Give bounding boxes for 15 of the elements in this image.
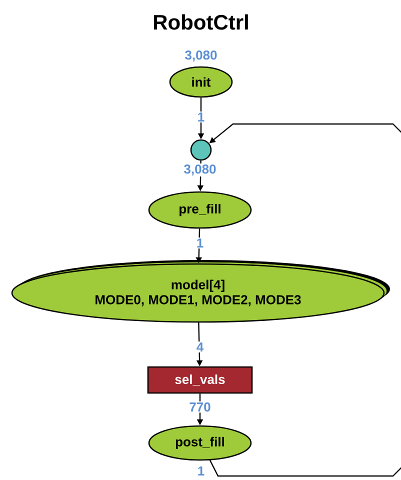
- stacked-ellipse-node: model[4] MODE0, MODE1, MODE2, MODE3: [11, 260, 390, 323]
- edge-label: 4: [195, 342, 205, 352]
- edge-label: 1: [195, 238, 205, 248]
- arrow: [209, 123, 401, 477]
- ellipse-node: post_fill: [148, 425, 252, 461]
- edge-label: 3,080: [182, 163, 218, 177]
- title: RobotCtrl: [154, 14, 248, 30]
- edge-label: 1: [196, 112, 206, 122]
- ellipse-node: init: [169, 66, 233, 98]
- process-box: sel_vals: [147, 366, 253, 394]
- ellipse-node: pre_fill: [148, 191, 252, 229]
- junction-circle: [190, 139, 212, 161]
- count-label: 3,080: [185, 50, 217, 62]
- edge-label: 1: [196, 466, 206, 476]
- edge-label: 770: [188, 401, 212, 413]
